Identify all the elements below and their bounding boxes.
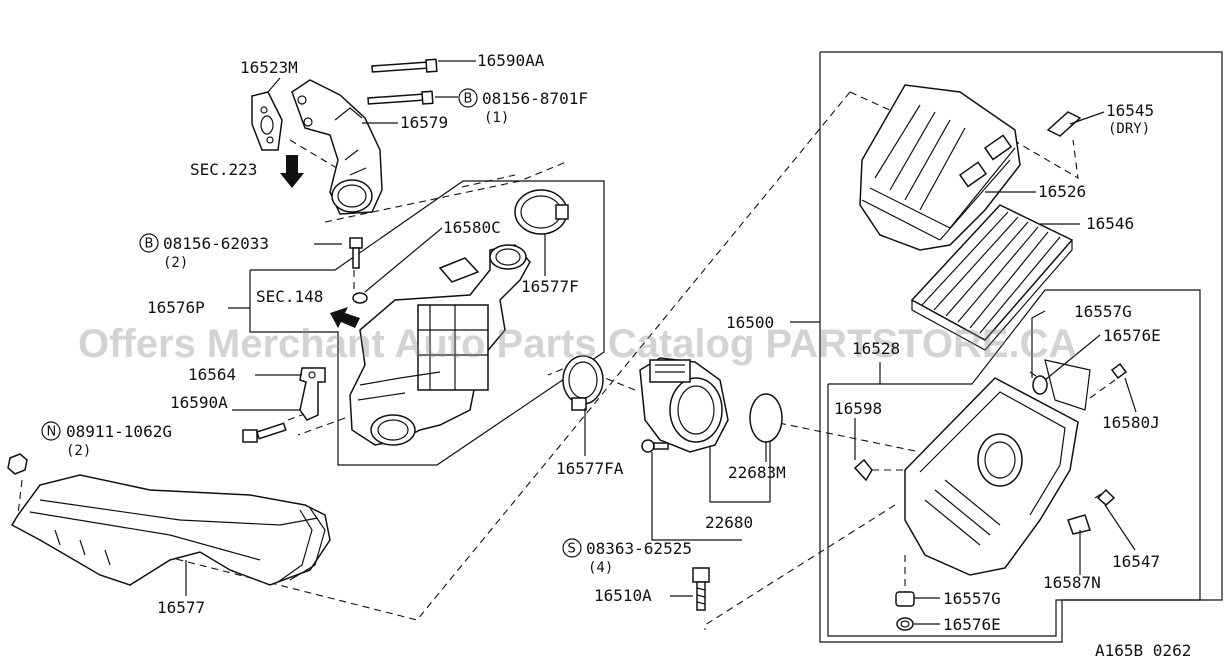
clip-16580J-icon	[1110, 362, 1128, 380]
grommet-16576E-bottom-icon	[896, 617, 914, 631]
label-16576E-top: 16576E	[1103, 326, 1161, 345]
label-16546: 16546	[1086, 214, 1134, 233]
arrow-sec148-icon	[330, 307, 360, 328]
frame-16528	[827, 289, 1201, 637]
bracket-22680	[709, 432, 771, 503]
label-22683M: 22683M	[728, 463, 786, 482]
bracket-16564-icon	[299, 367, 326, 421]
label-16557G-top: 16557G	[1074, 302, 1132, 321]
nut-marker-n	[41, 421, 61, 441]
elbow-duct-16579-icon	[291, 79, 383, 215]
label-16545-note: (DRY)	[1108, 121, 1150, 137]
gasket-16523M-icon	[251, 91, 283, 151]
frame-16576P	[249, 180, 605, 466]
filter-16546-icon	[910, 204, 1074, 351]
screw-08363-62525-icon	[641, 439, 669, 453]
label-08156-62033: 08156-62033	[163, 234, 269, 253]
label-sec223: SEC.223	[190, 160, 257, 179]
label-16557G-bottom: 16557G	[943, 589, 1001, 608]
bolt-marker-b-mid-letter: B	[145, 237, 154, 252]
grommet-16557G-top-icon	[1032, 375, 1048, 395]
label-08156-8701F: 08156-8701F	[482, 89, 588, 108]
label-16526: 16526	[1038, 182, 1086, 201]
group-leader-lines	[185, 60, 1137, 625]
bolt-marker-b-top-letter: B	[464, 92, 473, 107]
intake-duct-16576P-icon	[349, 244, 531, 446]
label-16547: 16547	[1112, 552, 1160, 571]
group-markers: B B N S	[41, 88, 582, 558]
bolt-16590A-icon	[242, 422, 287, 443]
air-flow-sensor-22680-icon	[639, 357, 729, 453]
label-sec148: SEC.148	[256, 287, 323, 306]
air-cleaner-cover-16526-icon	[859, 84, 1021, 251]
label-22680: 22680	[705, 513, 753, 532]
nut-08911-1062G-icon	[7, 453, 28, 475]
screw-marker-s	[562, 538, 582, 558]
label-08156-8701F-qty: (1)	[484, 110, 509, 126]
bolt-marker-b-top	[458, 88, 478, 108]
label-08363-62525-qty: (4)	[588, 560, 613, 576]
label-16577FA: 16577FA	[556, 459, 624, 478]
label-16545: 16545	[1106, 101, 1154, 120]
group-frames	[249, 51, 1223, 643]
bolt-16590AA-icon	[371, 58, 438, 73]
duct-16577-icon	[10, 474, 331, 586]
label-16523M: 16523M	[240, 58, 298, 77]
label-16510A: 16510A	[594, 586, 652, 605]
clip-16547-icon	[1096, 488, 1116, 506]
label-08156-62033-qty: (2)	[163, 255, 188, 271]
bolt-08156-8701F-icon	[367, 90, 434, 105]
label-16579: 16579	[400, 113, 448, 132]
clamp-16577FA-icon	[562, 355, 604, 411]
label-16576E-bottom: 16576E	[943, 615, 1001, 634]
label-16576P: 16576P	[147, 298, 205, 317]
watermark: Offers Merchant Auto Parts Catalog PARTS…	[78, 322, 1077, 366]
gasket-22683M-icon	[749, 393, 783, 443]
label-16590AA: 16590AA	[477, 51, 545, 70]
label-08911-1062G-qty: (2)	[66, 443, 91, 459]
clamp-16577F-icon	[514, 189, 569, 235]
label-16564: 16564	[188, 365, 236, 384]
label-16577: 16577	[157, 598, 205, 617]
air-cleaner-case-16528-icon	[904, 359, 1091, 576]
label-16528: 16528	[852, 339, 900, 358]
element-16545-icon	[1046, 111, 1082, 137]
bracket-16587N-icon	[1067, 514, 1091, 535]
group-labels: 16523M 16590AA 08156-8701F (1) 16579 SEC…	[66, 51, 1191, 660]
label-16500: 16500	[726, 313, 774, 332]
label-16577F: 16577F	[521, 277, 579, 296]
diagram-code: A165B 0262	[1095, 641, 1191, 660]
label-08363-62525: 08363-62525	[586, 539, 692, 558]
bolt-08156-62033-icon	[349, 237, 368, 304]
clip-16598-icon	[853, 458, 873, 482]
bolt-marker-b-mid	[139, 233, 159, 253]
nut-marker-n-letter: N	[47, 425, 57, 440]
label-08911-1062G: 08911-1062G	[66, 422, 172, 441]
label-16580C: 16580C	[443, 218, 501, 237]
grommet-16557G-bottom-icon	[895, 591, 915, 607]
bolt-16510A-icon	[692, 567, 710, 611]
group-parts	[7, 58, 1128, 631]
label-16590A: 16590A	[170, 393, 228, 412]
screw-marker-s-letter: S	[568, 542, 576, 557]
arrow-sec223-icon	[280, 155, 304, 188]
label-16598: 16598	[834, 399, 882, 418]
label-16587N: 16587N	[1043, 573, 1101, 592]
label-16580J: 16580J	[1102, 413, 1160, 432]
